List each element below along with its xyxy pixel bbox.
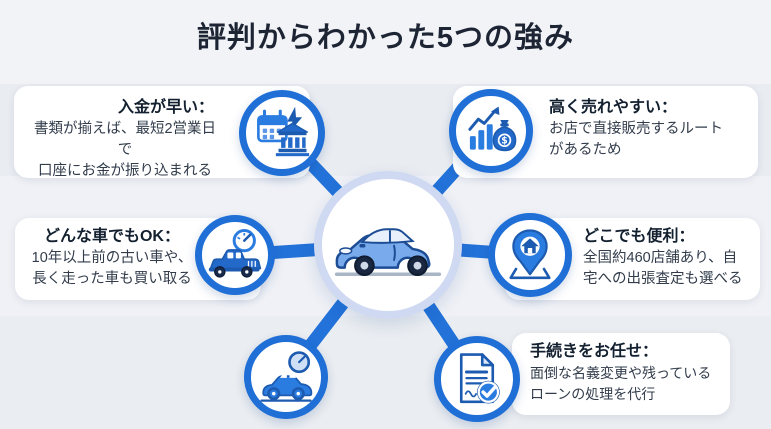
card-heading: 高く売れやすい：: [549, 99, 678, 116]
bubble-any-car-ok: [195, 215, 275, 295]
bubble-car-inspection: [244, 335, 328, 419]
card-heading: 手続きをお任せ：: [530, 343, 659, 360]
card-body-line: 10年以上前の古い車や、: [31, 250, 193, 266]
card-body-line: 口座にお金が振り込まれる: [38, 163, 212, 179]
card-body-line: 長く走った車も買い取る: [32, 271, 192, 287]
house-map-pin-icon: [509, 229, 551, 280]
card-heading: どんな車でもOK：: [43, 228, 180, 245]
card-body-line: 全国約460店舗あり、自: [583, 250, 738, 266]
card-paperwork-handled: 手続きをお任せ： 面倒な名義変更や残っている ローンの処理を代行: [512, 333, 730, 415]
bubble-paperwork-handled: [434, 336, 520, 422]
vintage-car-speedometer-icon: [208, 229, 262, 278]
card-heading: 入金が早い：: [117, 99, 214, 116]
car-gauge-icon: [260, 351, 313, 402]
calendar-bank-lightning-icon: [257, 106, 310, 157]
card-body-line: 面倒な名義変更や残っている: [530, 365, 712, 381]
blue-car-illustration: [334, 228, 442, 276]
svg-text:$: $: [501, 136, 507, 147]
bubble-sell-high: $: [449, 89, 533, 173]
card-body-line: があるため: [549, 142, 622, 158]
growth-chart-moneybag-icon: $: [468, 106, 517, 152]
card-body-line: お店で直接販売するルート: [549, 121, 723, 137]
document-check-icon: [459, 353, 500, 404]
center-hub: [314, 171, 462, 319]
card-body-line: 宅への出張査定も選べる: [583, 271, 743, 287]
bubble-fast-payment: [239, 90, 325, 176]
card-heading: どこでも便利：: [583, 228, 695, 245]
card-body-line: 書類が揃えば、最短2営業日で: [33, 121, 217, 158]
page-title: 評判からわかった5つの強み: [196, 22, 575, 54]
card-body-line: ローンの処理を代行: [530, 386, 656, 402]
bubble-convenient-anywhere: [488, 213, 572, 297]
